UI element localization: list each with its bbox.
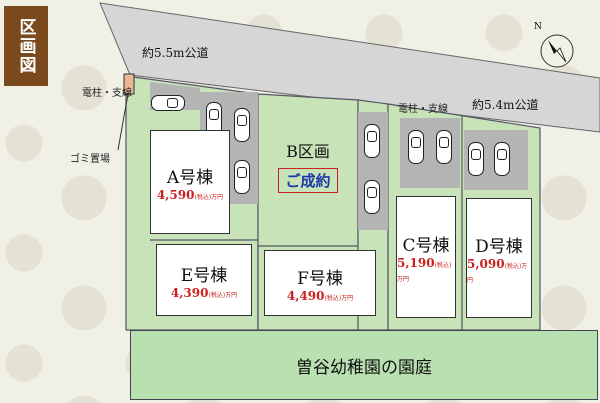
- pole-right-label: 電柱・支線: [398, 104, 448, 115]
- house-a[interactable]: A号棟 4,590(税込)万円: [150, 130, 230, 234]
- house-a-price: 4,590(税込)万円: [156, 187, 224, 202]
- house-e[interactable]: E号棟 4,390(税込)万円: [156, 244, 252, 316]
- compass-n-label: N: [534, 22, 542, 32]
- utility-box: [123, 73, 135, 95]
- house-c-price: 5,190(税込)万円: [397, 255, 452, 283]
- car-a-1: [151, 95, 185, 111]
- car-b-2: [364, 180, 380, 214]
- car-d-1: [468, 142, 484, 176]
- east-road-label: 約5.4m公道: [472, 98, 539, 112]
- house-d-name: D号棟: [475, 236, 523, 257]
- north-road-label: 約5.5m公道: [142, 46, 209, 60]
- garbage-label: ゴミ置場: [70, 154, 110, 165]
- house-f-price: 4,490(税込)万円: [286, 288, 354, 303]
- lot-b-sold-badge: ご成約: [278, 168, 338, 193]
- house-c-name: C号棟: [402, 235, 450, 256]
- house-e-name: E号棟: [180, 265, 228, 286]
- house-e-price: 4,390(税込)万円: [170, 285, 238, 300]
- car-a-3: [234, 108, 250, 142]
- house-a-name: A号棟: [166, 167, 214, 188]
- car-d-2: [494, 142, 510, 176]
- house-f[interactable]: F号棟 4,490(税込)万円: [264, 250, 376, 316]
- house-c[interactable]: C号棟 5,190(税込)万円: [396, 196, 456, 318]
- car-c-1: [408, 130, 424, 164]
- house-d[interactable]: D号棟 5,090(税込)万円: [466, 198, 532, 318]
- car-a-4: [234, 160, 250, 194]
- car-b-1: [364, 124, 380, 158]
- garden-label: 曽谷幼稚園の園庭: [296, 357, 432, 378]
- pole-left-label: 電柱・支線: [82, 88, 132, 99]
- car-a-2: [206, 102, 222, 136]
- house-f-name: F号棟: [297, 268, 343, 289]
- house-d-price: 5,090(税込)万円: [467, 256, 528, 284]
- lot-b-name: B区画: [286, 142, 330, 161]
- north-road: [99, 2, 600, 133]
- car-c-2: [436, 130, 452, 164]
- lot-b[interactable]: B区画 ご成約: [260, 138, 356, 218]
- site-plan-badge: 区画図: [4, 6, 48, 86]
- kindergarten-garden: 曽谷幼稚園の園庭: [130, 330, 598, 400]
- compass-icon: N: [534, 22, 576, 70]
